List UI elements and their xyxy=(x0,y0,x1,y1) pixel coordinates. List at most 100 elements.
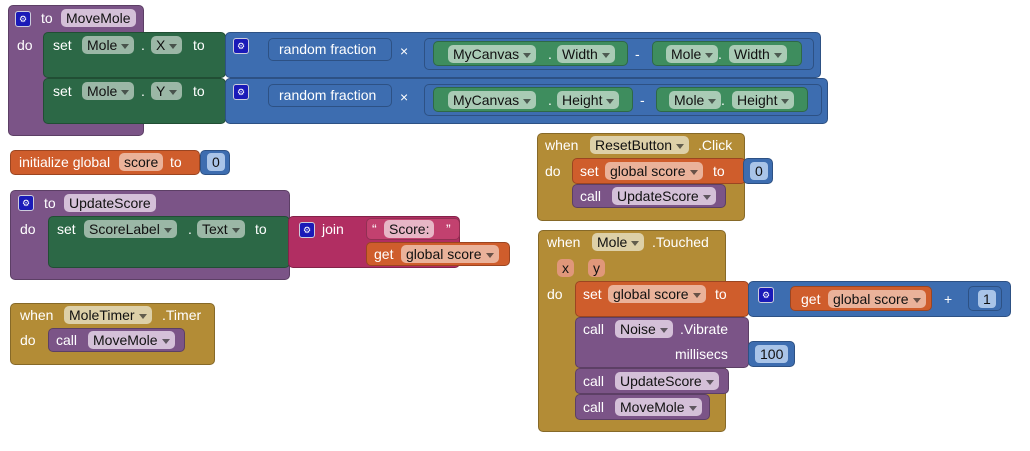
label-when: when xyxy=(547,234,581,250)
chevron-down-icon xyxy=(169,43,178,49)
variable-dropdown[interactable]: global score xyxy=(828,290,926,308)
component-dropdown[interactable]: Mole xyxy=(592,233,645,251)
label-to: to xyxy=(715,286,727,302)
procedure-dropdown[interactable]: UpdateScore xyxy=(612,187,716,205)
number-value[interactable]: 0 xyxy=(207,153,225,171)
label-do: do xyxy=(20,332,36,348)
times-operator: × xyxy=(400,43,409,59)
mutator-gear-icon[interactable]: ⚙ xyxy=(18,195,34,211)
dot: . xyxy=(188,221,192,237)
parameter-x[interactable]: x xyxy=(557,259,574,277)
property-dropdown[interactable]: Height xyxy=(732,91,795,109)
label-get: get xyxy=(374,246,394,262)
label-to: to xyxy=(44,195,56,211)
event-name: .Click xyxy=(698,137,733,153)
label-do: do xyxy=(545,163,561,179)
label-set: set xyxy=(580,163,599,179)
dot: . xyxy=(548,92,552,108)
label-to: to xyxy=(193,83,205,99)
label-set: set xyxy=(53,37,72,53)
mutator-gear-icon[interactable]: ⚙ xyxy=(299,222,315,238)
label-call: call xyxy=(580,188,602,204)
component-dropdown[interactable]: Noise xyxy=(615,320,673,338)
parameter-y[interactable]: y xyxy=(588,259,605,277)
label-to: to xyxy=(193,37,205,53)
join-label: join xyxy=(322,221,344,237)
label-set: set xyxy=(53,83,72,99)
label-call: call xyxy=(56,332,78,348)
label-set: set xyxy=(57,221,76,237)
close-quote: ” xyxy=(446,221,451,237)
init-label: initialize global xyxy=(19,154,111,170)
label-to: to xyxy=(255,221,267,237)
label-do: do xyxy=(17,37,33,53)
mutator-gear-icon[interactable]: ⚙ xyxy=(758,287,774,303)
dot: . xyxy=(721,92,725,108)
property-dropdown[interactable]: Text xyxy=(197,220,245,238)
random-fraction-label: random fraction xyxy=(279,87,377,103)
label-to: to xyxy=(170,154,182,170)
label-get: get xyxy=(801,291,821,307)
label-call: call xyxy=(583,399,605,415)
set-mole-x-block[interactable] xyxy=(43,32,226,78)
procedure-name[interactable]: MoveMole xyxy=(61,9,136,27)
label-do: do xyxy=(20,221,36,237)
number-value[interactable]: 1 xyxy=(978,290,996,308)
procedure-name[interactable]: UpdateScore xyxy=(64,194,156,212)
event-name: .Touched xyxy=(652,234,709,250)
component-dropdown[interactable]: Mole xyxy=(82,82,135,100)
number-value[interactable]: 100 xyxy=(755,345,789,363)
text-value[interactable]: Score: xyxy=(384,220,435,238)
label-to: to xyxy=(41,10,53,26)
component-dropdown[interactable]: Mole xyxy=(82,36,135,54)
variable-dropdown[interactable]: global score xyxy=(605,162,703,180)
event-name: .Timer xyxy=(162,307,202,323)
dot: . xyxy=(548,46,552,62)
procedure-dropdown[interactable]: MoveMole xyxy=(88,331,175,349)
label-do: do xyxy=(547,286,563,302)
label-call: call xyxy=(583,321,605,337)
property-dropdown[interactable]: X xyxy=(151,36,183,54)
label-call: call xyxy=(583,373,605,389)
component-dropdown[interactable]: Mole xyxy=(669,91,722,109)
method-name: .Vibrate xyxy=(680,321,728,337)
times-operator: × xyxy=(400,89,409,105)
open-quote: “ xyxy=(372,221,377,237)
chevron-down-icon xyxy=(121,43,130,49)
number-value[interactable]: 0 xyxy=(750,162,768,180)
set-mole-y-block[interactable] xyxy=(43,78,226,124)
variable-name[interactable]: score xyxy=(119,153,164,171)
label-when: when xyxy=(545,137,579,153)
variable-dropdown[interactable]: global score xyxy=(608,285,706,303)
component-dropdown[interactable]: MyCanvas xyxy=(448,91,537,109)
label-when: when xyxy=(20,307,54,323)
component-dropdown[interactable]: ResetButton xyxy=(590,136,690,154)
component-dropdown[interactable]: MoleTimer xyxy=(64,306,152,324)
random-fraction-block[interactable] xyxy=(268,84,392,107)
mutator-gear-icon[interactable]: ⚙ xyxy=(233,84,249,100)
procedure-dropdown[interactable]: MoveMole xyxy=(615,398,702,416)
property-dropdown[interactable]: Width xyxy=(557,45,615,63)
procedure-dropdown[interactable]: UpdateScore xyxy=(615,372,719,390)
dot: . xyxy=(718,46,722,62)
mutator-gear-icon[interactable]: ⚙ xyxy=(233,38,249,54)
label-to: to xyxy=(713,163,725,179)
plus-operator: + xyxy=(944,291,953,307)
random-fraction-block[interactable] xyxy=(268,38,392,61)
random-fraction-label: random fraction xyxy=(279,41,377,57)
component-dropdown[interactable]: ScoreLabel xyxy=(84,220,177,238)
property-dropdown[interactable]: Y xyxy=(151,82,183,100)
param-label: millisecs xyxy=(675,346,728,362)
minus-operator: - xyxy=(635,46,640,62)
dot: . xyxy=(141,83,145,99)
property-dropdown[interactable]: Width xyxy=(729,45,787,63)
label-set: set xyxy=(583,286,602,302)
dot: . xyxy=(141,37,145,53)
mutator-gear-icon[interactable]: ⚙ xyxy=(15,11,31,27)
initialize-global-block[interactable] xyxy=(10,150,200,175)
minus-operator: - xyxy=(640,92,645,108)
component-dropdown[interactable]: MyCanvas xyxy=(448,45,537,63)
variable-dropdown[interactable]: global score xyxy=(401,245,499,263)
component-dropdown[interactable]: Mole xyxy=(666,45,719,63)
property-dropdown[interactable]: Height xyxy=(557,91,620,109)
